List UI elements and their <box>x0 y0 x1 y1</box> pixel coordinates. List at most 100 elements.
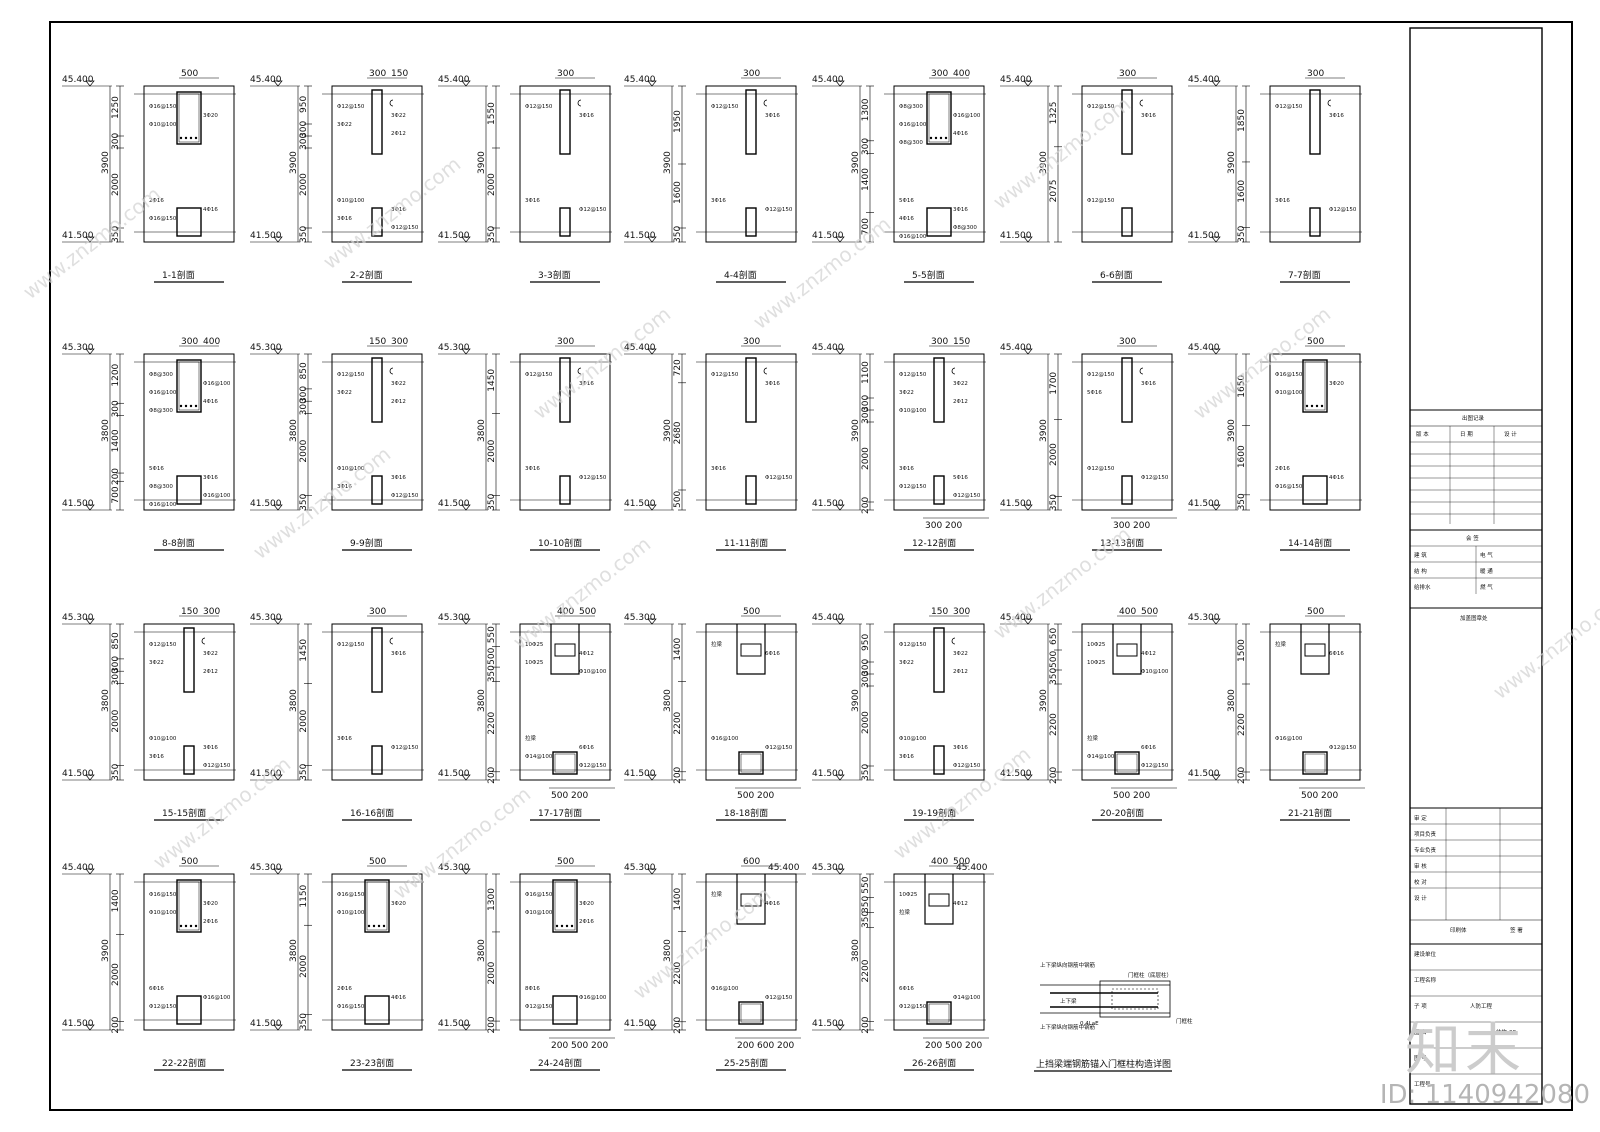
rebar-label: Φ16@100 <box>149 390 177 396</box>
bottom-elevation: 41.500 <box>1000 499 1032 509</box>
segment-dim: 300 <box>111 656 121 673</box>
rebar-label: Φ16@150 <box>337 1004 365 1010</box>
rebar-label: 2Φ16 <box>203 919 218 925</box>
rebar-label: 3Φ20 <box>579 901 594 907</box>
rebar-label: Φ16@150 <box>149 216 177 222</box>
approval-role: 校 对 <box>1414 878 1427 886</box>
segment-dim: 350 <box>111 226 121 243</box>
section-frame <box>143 353 235 511</box>
detail-label: 上下梁纵向钢筋中钢筋 <box>1040 1023 1096 1031</box>
rebar-label: 2Φ12 <box>391 399 406 405</box>
segment-dim: 350 <box>299 493 309 510</box>
top-elevation: 45.400 <box>1188 343 1220 353</box>
segment-dim: 2000 <box>861 447 871 470</box>
segment-dim: 2000 <box>111 709 121 732</box>
width-dim: 300 <box>931 337 948 347</box>
segment-dim: 350 <box>487 226 497 243</box>
rebar-label: Φ10@100 <box>337 466 365 472</box>
segment-dim: 350 <box>1049 668 1059 685</box>
rebar-label: 3Φ16 <box>337 484 352 490</box>
section-frame <box>893 623 985 781</box>
bottom-dim: 500 <box>571 1041 588 1051</box>
drawing-border <box>49 21 1573 1111</box>
bottom-elevation: 41.500 <box>250 231 282 241</box>
rebar-label: 3Φ16 <box>953 207 968 213</box>
segment-dim: 2000 <box>487 961 497 984</box>
segment-dim: 950 <box>299 96 309 113</box>
segment-dim: 350 <box>111 763 121 780</box>
segment-dim: 2000 <box>487 439 497 462</box>
segment-dim: 1300 <box>861 98 871 121</box>
width-dim: 300 <box>391 337 408 347</box>
rebar-label: 5Φ16 <box>899 198 914 204</box>
section-title: 6-6剖面 <box>1100 269 1133 281</box>
segment-dim: 2000 <box>111 963 121 986</box>
segment-dim: 2000 <box>1049 443 1059 466</box>
bottom-elevation: 41.500 <box>250 499 282 509</box>
section-title: 14-14剖面 <box>1288 537 1332 549</box>
rebar-label: 4Φ16 <box>391 995 406 1001</box>
bottom-elevation: 41.500 <box>812 231 844 241</box>
bottom-elevation: 41.500 <box>1188 499 1220 509</box>
top-elevation: 45.300 <box>624 863 656 873</box>
rebar-label: 3Φ22 <box>391 113 406 119</box>
section-frame <box>519 85 611 243</box>
width-dim: 500 <box>1307 337 1324 347</box>
rebar-label: 3Φ22 <box>203 651 218 657</box>
top-elevation: 45.300 <box>438 613 470 623</box>
rebar-label: Φ10@100 <box>337 910 365 916</box>
rebar-label: Φ8@300 <box>899 104 923 110</box>
rebar-label: Φ16@100 <box>711 736 739 742</box>
total-height-dim: 3900 <box>663 151 673 174</box>
segment-dim: 2075 <box>1049 179 1059 202</box>
top-elevation: 45.400 <box>62 863 94 873</box>
section-title: 20-20剖面 <box>1100 807 1144 819</box>
top-elevation: 45.400 <box>250 75 282 85</box>
rebar-label: Φ12@150 <box>711 104 739 110</box>
rebar-label: 3Φ16 <box>765 381 780 387</box>
approval-role: 专业负责 <box>1414 846 1437 854</box>
width-dim: 500 <box>953 857 970 867</box>
segment-dim: 300 <box>111 133 121 150</box>
rebar-label: Φ16@150 <box>1275 484 1303 490</box>
bottom-dim: 300 <box>925 521 942 531</box>
width-dim: 300 <box>743 337 760 347</box>
section-frame <box>331 85 423 243</box>
section-frame <box>705 353 797 511</box>
rebar-label: 2Φ12 <box>953 399 968 405</box>
bottom-dim: 200 <box>925 1041 942 1051</box>
total-height-dim: 3900 <box>477 151 487 174</box>
bottom-elevation: 41.500 <box>624 499 656 509</box>
section-4: 45.40041.500390019501600350300Φ12@1503Φ1… <box>624 69 798 283</box>
section-26: 45.30041.50045.4003800550350350220020040… <box>812 857 994 1071</box>
rebar-label: Φ12@150 <box>1087 104 1115 110</box>
section-frame <box>331 623 423 781</box>
bottom-dim: 500 <box>945 1041 962 1051</box>
segment-dim: 200 <box>1237 767 1247 784</box>
segment-dim: 1600 <box>1237 180 1247 203</box>
rebar-label: Φ10@100 <box>579 669 607 675</box>
bottom-dim: 500 <box>1301 791 1318 801</box>
bottom-elevation: 41.500 <box>250 769 282 779</box>
segment-dim: 350 <box>1049 494 1059 511</box>
rebar-label: Φ16@150 <box>525 892 553 898</box>
rebar-label: 5Φ16 <box>953 475 968 481</box>
section-title: 19-19剖面 <box>912 807 956 819</box>
rebar-label: 3Φ16 <box>953 745 968 751</box>
segment-dim: 300 <box>299 133 309 150</box>
width-dim: 500 <box>1141 607 1158 617</box>
rebar-label: 3Φ22 <box>337 390 352 396</box>
rebar-label: Φ10@100 <box>149 910 177 916</box>
rebar-label: 4Φ16 <box>765 901 780 907</box>
rebar-label: 4Φ12 <box>1141 651 1156 657</box>
approval-role: 审 核 <box>1414 862 1427 870</box>
bottom-elevation: 41.500 <box>1188 769 1220 779</box>
rebar-label: Φ8@300 <box>149 484 173 490</box>
top-elevation: 45.300 <box>250 343 282 353</box>
section-frame <box>893 85 985 243</box>
rebar-label: Φ12@150 <box>391 745 419 751</box>
